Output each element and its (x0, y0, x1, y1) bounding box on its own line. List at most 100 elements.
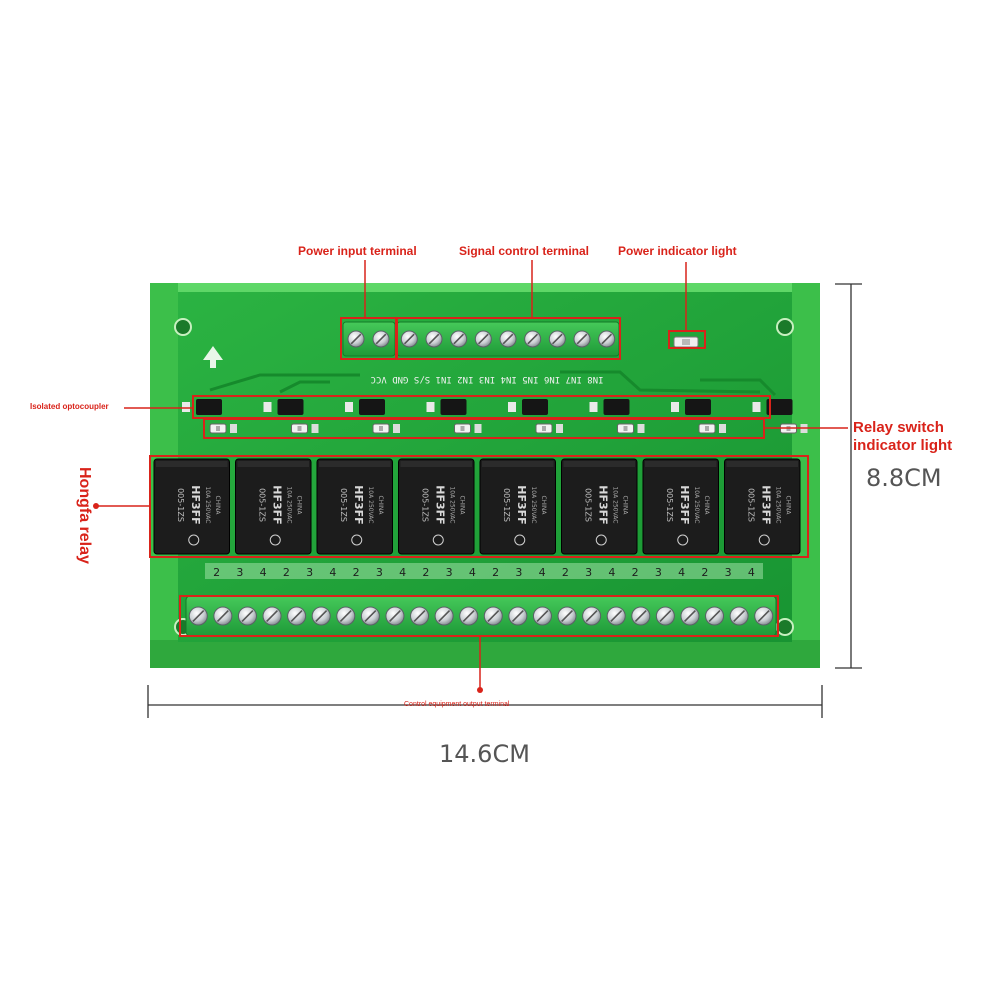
terminal-number: 2 (213, 566, 220, 579)
callout-power-indicator-light: Power indicator light (618, 244, 737, 258)
terminal-number: 3 (725, 566, 732, 579)
relay-model-label: HF3FF (189, 485, 202, 524)
relay-indicator-led (291, 423, 319, 434)
signal-terminal-screw (573, 330, 591, 348)
relay-origin-label: CHINA (295, 495, 302, 515)
relay-rating-label: 10A 250VAC (693, 486, 700, 523)
relay-model-label: HF3FF (678, 485, 691, 524)
output-terminal-screw (434, 606, 454, 626)
annotation-dots (93, 503, 483, 693)
relay-rating-label: 10A 250VAC (367, 486, 374, 523)
optocoupler (752, 399, 793, 415)
optocoupler (671, 399, 711, 415)
terminal-number: 4 (539, 566, 546, 579)
optocoupler (182, 399, 222, 415)
relay-indicator-led (372, 423, 400, 434)
relay-coil-label: 005-1ZS (339, 488, 348, 522)
dimension-width-label: 14.6CM (439, 740, 530, 768)
output-terminal-screw (705, 606, 725, 626)
output-terminal-block (185, 595, 777, 637)
relay-origin-label: CHINA (214, 495, 221, 515)
callout-hongfa-relay: Hongfa relay (76, 467, 93, 564)
pcb-traces (209, 370, 777, 397)
output-terminal-screw (262, 606, 282, 626)
terminal-number: 3 (376, 566, 383, 579)
optocoupler (426, 399, 467, 415)
signal-terminal-screw (524, 330, 542, 348)
optocoupler (263, 399, 304, 415)
signal-terminal-screw (474, 330, 492, 348)
terminal-number: 3 (446, 566, 453, 579)
relay-model-label: HF3FF (515, 485, 528, 524)
terminal-number: 4 (260, 566, 267, 579)
output-terminal-screw (237, 606, 257, 626)
relay-indicator-led (454, 423, 482, 434)
relay-coil-label: 005-1ZS (502, 488, 511, 522)
output-terminal-screw (754, 606, 774, 626)
relay-rating-label: 10A 250VAC (530, 486, 537, 523)
optocoupler-row (182, 399, 793, 415)
output-terminal-screw (360, 606, 380, 626)
signal-terminal-screw (400, 330, 418, 348)
signal-terminal-screw (598, 330, 616, 348)
terminal-number: 2 (353, 566, 360, 579)
relay-coil-label: 005-1ZS (257, 488, 266, 522)
signal-terminal-screw (548, 330, 566, 348)
relay-coil-label: 005-1ZS (583, 488, 592, 522)
annotation-leader-lines (96, 260, 848, 690)
terminal-number: 4 (399, 566, 406, 579)
relay-brand-icon (677, 534, 689, 546)
relay-brand-icon (595, 534, 607, 546)
output-terminal-screw (582, 606, 602, 626)
relay-rating-label: 10A 250VAC (204, 486, 211, 523)
power-terminal-screw (347, 330, 365, 348)
terminal-number: 3 (655, 566, 662, 579)
output-terminal-screw (680, 606, 700, 626)
dimension-lines (147, 283, 862, 718)
output-terminal-screw (508, 606, 528, 626)
power-terminal-screw (372, 330, 390, 348)
relay-rating-label: 10A 250VAC (448, 486, 455, 523)
output-terminal-screw (631, 606, 651, 626)
callout-relay-switch-indicator-light-1: Relay switch (853, 419, 944, 436)
relay-brand-icon (514, 534, 526, 546)
terminal-number: 2 (283, 566, 290, 579)
relay-brand-icon (188, 534, 200, 546)
relay-coil-label: 005-1ZS (420, 488, 429, 522)
relay-indicator-led (698, 423, 726, 434)
relay-rating-label: 10A 250VAC (774, 486, 781, 523)
output-terminal-screw (729, 606, 749, 626)
callout-control-equipment-output-terminal: Control equipment output terminal (404, 701, 510, 708)
output-terminal-screw (336, 606, 356, 626)
callout-isolated-optocoupler: Isolated optocoupler (30, 402, 109, 411)
relay-origin-label: CHINA (540, 495, 547, 515)
relay-brand-icon (432, 534, 444, 546)
board-logo-icon (203, 346, 223, 368)
output-terminal-screw (459, 606, 479, 626)
relay-indicator-led-row (209, 423, 808, 434)
relay-model-label: HF3FF (433, 485, 446, 524)
relay-model-label: HF3FF (352, 485, 365, 524)
terminal-number: 3 (306, 566, 313, 579)
output-terminal-screw (532, 606, 552, 626)
callout-power-input-terminal: Power input terminal (298, 244, 417, 258)
output-terminal-screw (557, 606, 577, 626)
relay-origin-label: CHINA (377, 495, 384, 515)
relay-indicator-led (209, 423, 237, 434)
relay-rating-label: 10A 250VAC (611, 486, 618, 523)
power-input-terminal (342, 321, 396, 357)
output-terminal-screw (410, 606, 430, 626)
relay-coil-label: 005-1ZS (665, 488, 674, 522)
terminal-number: 4 (329, 566, 336, 579)
terminal-number: 4 (469, 566, 476, 579)
terminal-number: 2 (562, 566, 569, 579)
relay-rating-label: 10A 250VAC (285, 486, 292, 523)
